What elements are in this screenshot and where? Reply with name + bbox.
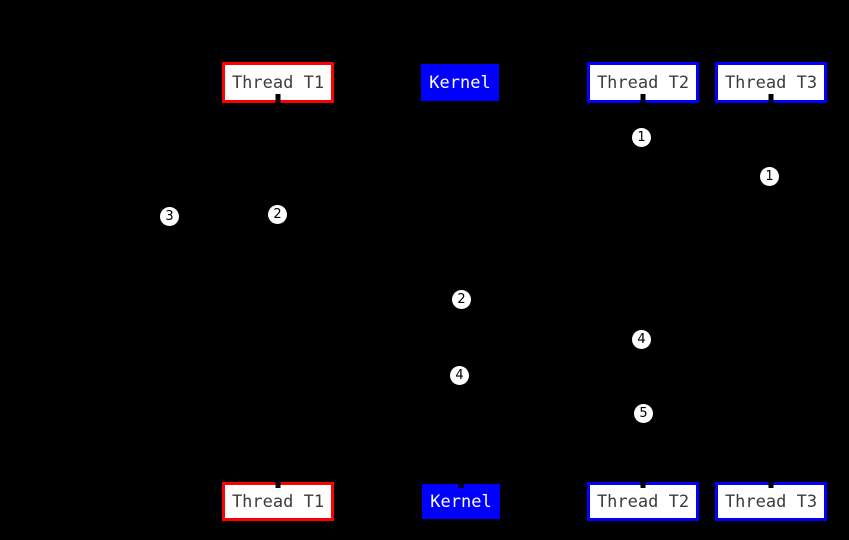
participant-label: Thread T3 <box>724 491 818 512</box>
participant-kernel-bottom: Kernel <box>422 484 500 519</box>
lifeline-notch <box>458 484 464 488</box>
participant-thread-t1-top: Thread T1 <box>222 62 334 103</box>
step-marker: 1 <box>632 128 651 147</box>
lifeline-notch <box>275 482 281 488</box>
lifeline-notch <box>640 94 646 103</box>
step-marker: 1 <box>760 167 779 186</box>
participant-label: Thread T2 <box>596 491 690 512</box>
participant-thread-t3-top: Thread T3 <box>715 62 827 103</box>
step-marker: 3 <box>160 207 179 226</box>
lifeline-notch <box>768 482 774 488</box>
step-marker: 2 <box>268 205 287 224</box>
lifeline-notch <box>768 94 774 103</box>
lifeline-notch <box>275 94 281 103</box>
participant-label: Kernel <box>430 491 492 512</box>
step-marker: 5 <box>634 404 653 423</box>
participant-label: Thread T3 <box>724 72 818 93</box>
participant-label: Thread T2 <box>596 72 690 93</box>
participant-thread-t3-bottom: Thread T3 <box>715 482 827 521</box>
participant-label: Kernel <box>429 72 491 93</box>
lifeline-notch <box>640 482 646 488</box>
participant-label: Thread T1 <box>231 491 325 512</box>
step-marker: 2 <box>452 290 471 309</box>
participant-kernel-top: Kernel <box>421 64 499 101</box>
step-marker: 4 <box>450 366 469 385</box>
step-marker: 4 <box>632 330 651 349</box>
participant-thread-t1-bottom: Thread T1 <box>222 482 334 521</box>
participant-thread-t2-top: Thread T2 <box>587 62 699 103</box>
participant-thread-t2-bottom: Thread T2 <box>587 482 699 521</box>
participant-label: Thread T1 <box>231 72 325 93</box>
